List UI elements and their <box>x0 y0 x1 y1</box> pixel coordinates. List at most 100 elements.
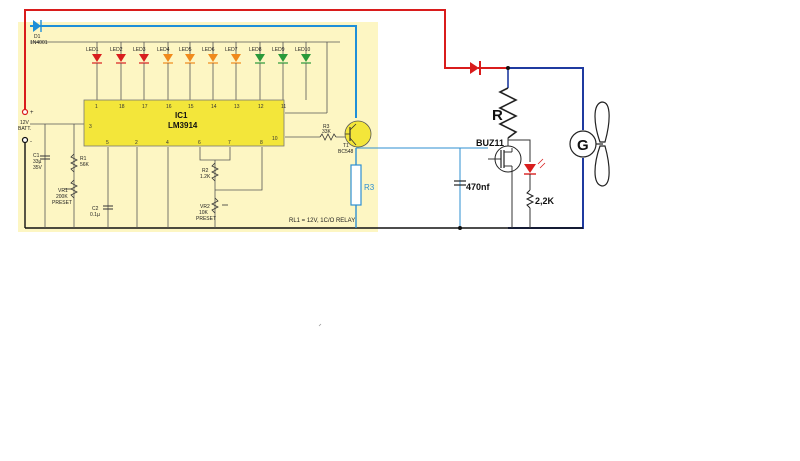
led-7: LED7 <box>225 42 241 100</box>
c1-value: 33µ <box>33 159 42 165</box>
navy-bottom-wire <box>508 158 584 229</box>
ic1-pin-bottom-4: 4 <box>166 140 169 146</box>
relay-note: RL1 = 12V, 1C/O RELAY <box>289 218 355 224</box>
mosfet-label: BUZ11 <box>476 138 504 148</box>
c2-value: 0.1µ <box>90 212 100 218</box>
led-10: LED10 <box>295 42 311 100</box>
battery-plus-terminal <box>21 108 29 116</box>
c1-ref: C1 <box>33 153 40 159</box>
c1-voltage: 35V <box>33 165 43 171</box>
r1-symbol <box>70 153 78 173</box>
led-2-label: LED2 <box>110 47 123 53</box>
pin8-wire <box>215 147 263 191</box>
led-1: LED1 <box>86 42 102 100</box>
r3-label: R3 <box>364 183 375 192</box>
indicator-led-symbol <box>524 164 536 173</box>
battery-voltage-label: 12V <box>20 120 30 126</box>
led-1-label: LED1 <box>86 47 99 53</box>
ic1-pin-left: 3 <box>89 124 92 130</box>
ic1-pin-top-17: 17 <box>142 104 148 110</box>
led-3-label: LED3 <box>133 47 146 53</box>
led-10-label: LED10 <box>295 47 311 53</box>
led-9-label: LED9 <box>272 47 285 53</box>
r2-symbol <box>211 162 219 182</box>
ic1-pin-top-13: 13 <box>234 104 240 110</box>
generator-label: G <box>577 137 589 154</box>
transistor-t1-ref: T1 <box>343 143 349 149</box>
ic1-pins: 1 18 17 16 15 14 13 12 11 5 2 4 6 7 8 <box>95 104 286 146</box>
r3-33k-symbol <box>319 133 337 141</box>
indicator-led-ray-1 <box>537 158 544 165</box>
ic1-pin-bottom-2: 2 <box>135 140 138 146</box>
junction-top <box>506 66 510 70</box>
red-supply-wire <box>24 9 470 112</box>
diode-d1-part: 1N4001 <box>30 40 48 46</box>
r3-resistor <box>350 164 362 206</box>
ic1-designator: IC1 <box>175 111 188 120</box>
vr1-type: PRESET <box>52 200 72 206</box>
ic1-pin-top-16: 16 <box>166 104 172 110</box>
battery-plus-label: + <box>30 110 34 116</box>
ic1-part: LM3914 <box>168 121 198 130</box>
led-5-label: LED5 <box>179 47 192 53</box>
vr2-type: PRESET <box>196 216 216 222</box>
stray-mark <box>318 323 322 327</box>
vr1-value: 200K <box>56 194 68 200</box>
vr2-ref: VR2 <box>200 204 210 210</box>
diode-d1-symbol <box>33 20 41 32</box>
ic1-pin-top-15: 15 <box>188 104 194 110</box>
battery-minus-terminal <box>21 136 29 144</box>
vr2-symbol <box>211 197 219 214</box>
ic1-pin-bottom-7: 7 <box>228 140 231 146</box>
battery-batt-label: BATT. <box>18 126 31 132</box>
led-9: LED9 <box>272 42 288 100</box>
ic1-pin-top-12: 12 <box>258 104 264 110</box>
r2-value: 1.2K <box>200 174 211 180</box>
led-8-label: LED8 <box>249 47 262 53</box>
led-branch-wire <box>508 139 531 162</box>
ic1-pin-top-14: 14 <box>211 104 217 110</box>
blue-top-wire <box>30 25 357 118</box>
led-2k2-resistor <box>525 189 535 209</box>
vr1-ref: VR1 <box>58 188 68 194</box>
ic1-body <box>83 99 285 147</box>
battery-minus-label: - <box>30 139 32 145</box>
indicator-led-ray-2 <box>539 162 546 169</box>
transistor-t1-part: BC548 <box>338 149 354 155</box>
vr2-value: 10K <box>199 210 209 216</box>
red-diode-symbol <box>470 62 479 74</box>
navy-top-wire <box>508 67 584 130</box>
junction-cap-ground <box>458 226 462 230</box>
r1-value: 56K <box>80 162 90 168</box>
ic1-pin-top-18: 18 <box>119 104 125 110</box>
led-6: LED6 <box>202 42 218 100</box>
c2-ref: C2 <box>92 206 99 212</box>
r-label: R <box>492 107 503 124</box>
fan-blade-bottom <box>594 145 610 187</box>
fan-blade-top <box>594 101 610 143</box>
ic1-pin-bottom-5: 5 <box>106 140 109 146</box>
r2-ref: R2 <box>202 168 209 174</box>
led-2: LED2 <box>110 42 126 100</box>
led-4-label: LED4 <box>157 47 170 53</box>
ic1-pin-top-1: 1 <box>95 104 98 110</box>
led-2k2-label: 2,2K <box>535 196 555 206</box>
r1-ref: R1 <box>80 156 87 162</box>
r-resistor-symbol <box>498 87 518 139</box>
ic1-pin-top-11: 11 <box>281 104 286 110</box>
ic1-pin-bottom-8: 8 <box>260 140 263 146</box>
ic1-pin-bottom-6: 6 <box>198 140 201 146</box>
diode-d1-ref: D1 <box>34 34 41 40</box>
led-7-label: LED7 <box>225 47 238 53</box>
led-3: LED3 <box>133 42 149 100</box>
cap-470nf-label: 470nf <box>466 182 491 192</box>
led-8: LED8 <box>249 42 265 100</box>
ic1-pin-right: 10 <box>272 136 278 142</box>
led-4: LED4 <box>157 42 173 100</box>
transistor-t1-emitter <box>349 137 357 146</box>
r3-33k-value: 33K <box>322 129 332 135</box>
led-array: LED1 LED2 LED3 LED4 LED5 LED6 LED7 LED8 LED9 LED1… <box>86 42 311 100</box>
transistor-t1-collector <box>349 123 357 131</box>
r3-33k-ref: R3 <box>323 124 330 130</box>
